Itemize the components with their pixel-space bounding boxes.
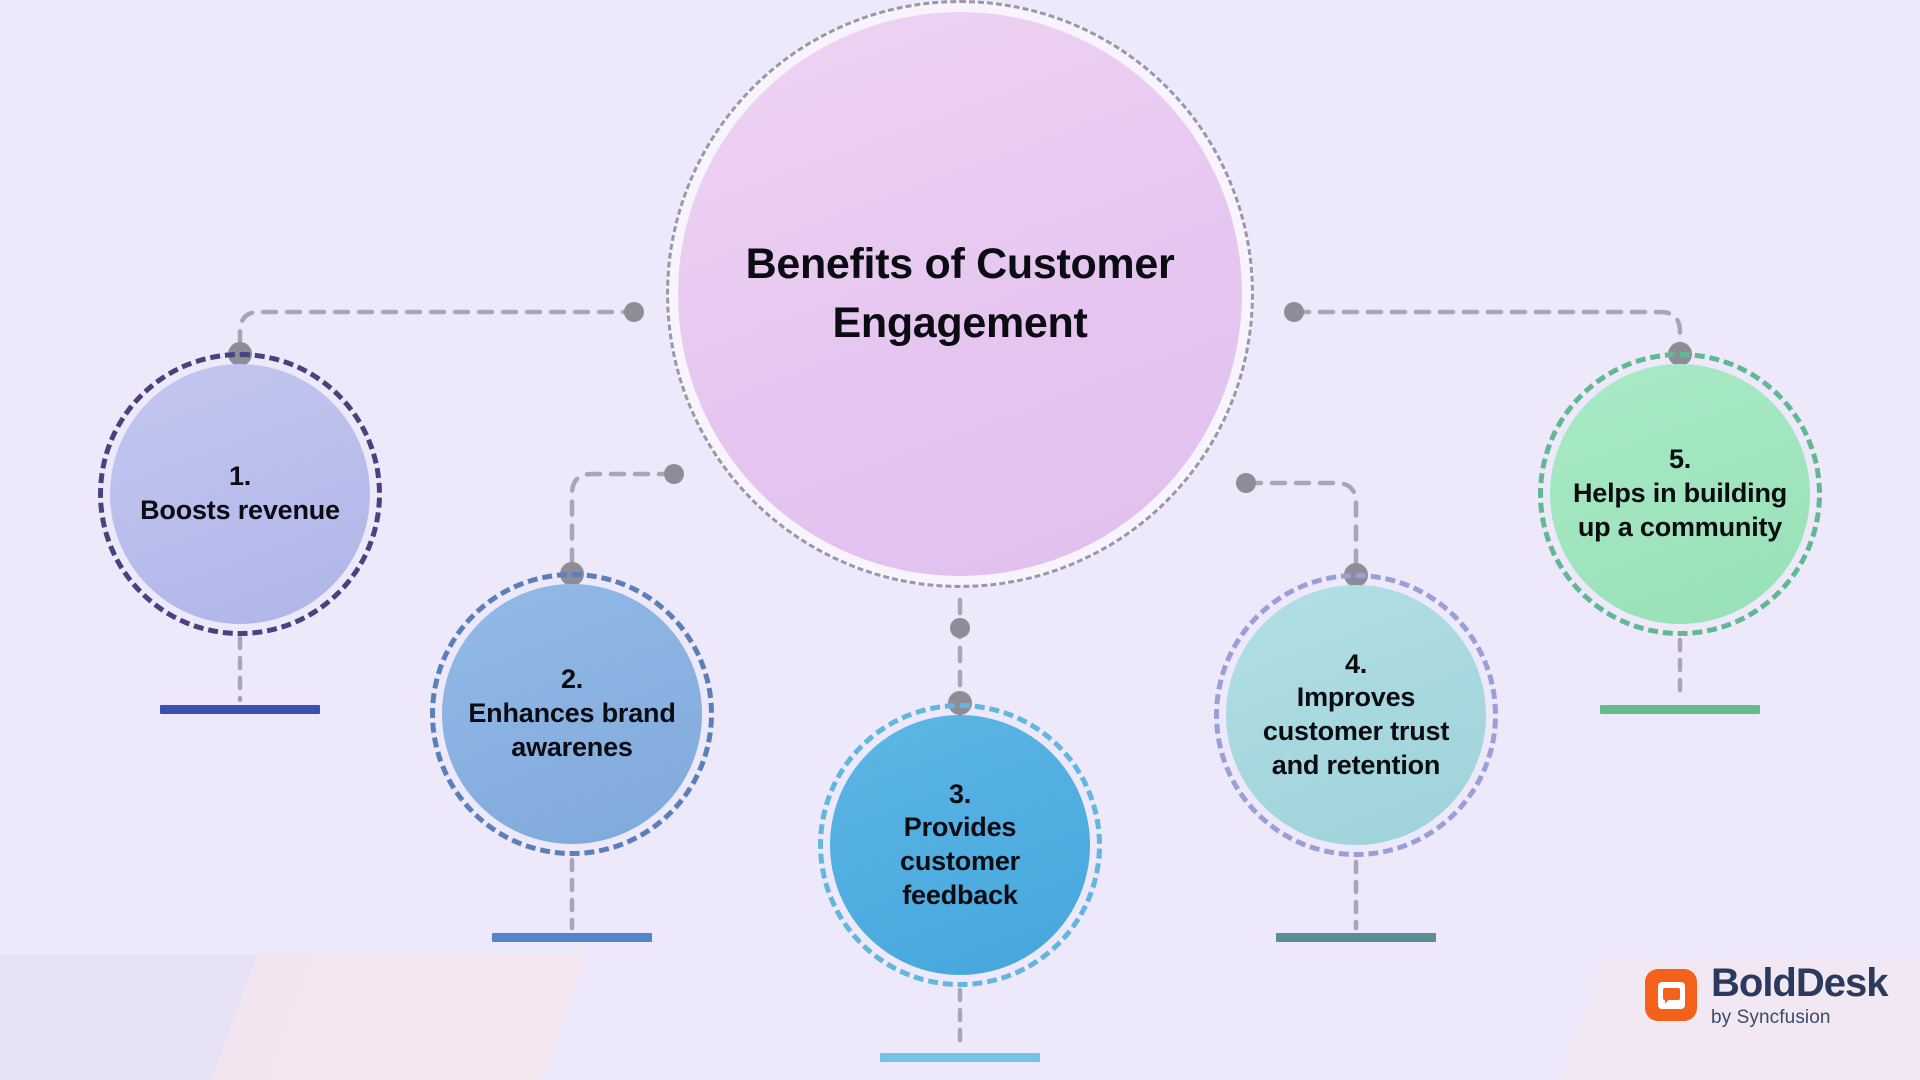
node-number-3: 3. — [948, 778, 972, 809]
connector-dot-hub-3 — [950, 618, 970, 638]
node-ring-5 — [1538, 352, 1822, 636]
connector-path-4 — [1245, 480, 1359, 576]
node-circle-2[interactable]: 2. Enhances brand awarenes — [442, 584, 702, 844]
node-label-5: 5. Helps in building up a community — [1568, 443, 1792, 544]
node-text-2: Enhances brand awarenes — [468, 698, 676, 762]
bolddesk-logo[interactable]: BoldDesk by Syncfusion — [1645, 963, 1888, 1027]
connector-dot-hub-1 — [624, 302, 644, 322]
connector-path-2 — [569, 471, 675, 575]
node-bar-3 — [880, 1053, 1040, 1062]
connector-path-5 — [1293, 309, 1683, 355]
node-circle-5[interactable]: 5. Helps in building up a community — [1550, 364, 1810, 624]
node-number-1: 1. — [228, 461, 252, 492]
node-text-3: Provides customer feedback — [900, 812, 1020, 910]
node-circle-4[interactable]: 4. Improves customer trust and retention — [1226, 585, 1486, 845]
connector-dot-hub-4 — [1236, 473, 1256, 493]
node-bar-1 — [160, 705, 320, 714]
node-bar-2 — [492, 933, 652, 942]
connector-dot-hub-2 — [664, 464, 684, 484]
node-number-2: 2. — [560, 664, 584, 695]
node-number-5: 5. — [1668, 444, 1692, 475]
node-label-3: 3. Provides customer feedback — [848, 778, 1072, 913]
node-number-4: 4. — [1344, 648, 1368, 679]
bar-stems — [237, 635, 1683, 1051]
connector-dot-hub-5 — [1284, 302, 1304, 322]
node-circle-3[interactable]: 3. Provides customer feedback — [830, 715, 1090, 975]
bolddesk-chat-icon — [1645, 969, 1697, 1021]
node-ring-3 — [818, 703, 1102, 987]
node-label-2: 2. Enhances brand awarenes — [460, 663, 684, 764]
node-bar-4 — [1276, 933, 1436, 942]
logo-text-block: BoldDesk by Syncfusion — [1711, 963, 1888, 1027]
node-label-1: 1. Boosts revenue — [128, 460, 352, 528]
connector-path-1 — [237, 309, 639, 355]
logo-tagline: by Syncfusion — [1711, 1007, 1831, 1028]
logo-name: BoldDesk — [1711, 961, 1888, 1005]
node-label-4: 4. Improves customer trust and retention — [1244, 648, 1468, 783]
node-text-5: Helps in building up a community — [1572, 478, 1788, 542]
node-ring-1 — [98, 352, 382, 636]
node-text-4: Improves customer trust and retention — [1262, 682, 1450, 780]
node-text-1: Boosts revenue — [140, 495, 340, 525]
node-circle-1[interactable]: 1. Boosts revenue — [110, 364, 370, 624]
node-ring-4 — [1214, 573, 1498, 857]
center-hub[interactable]: Benefits of Customer Engagement — [678, 12, 1242, 576]
node-bar-5 — [1600, 705, 1760, 714]
center-hub-title: Benefits of Customer Engagement — [745, 239, 1175, 347]
node-ring-2 — [430, 572, 714, 856]
